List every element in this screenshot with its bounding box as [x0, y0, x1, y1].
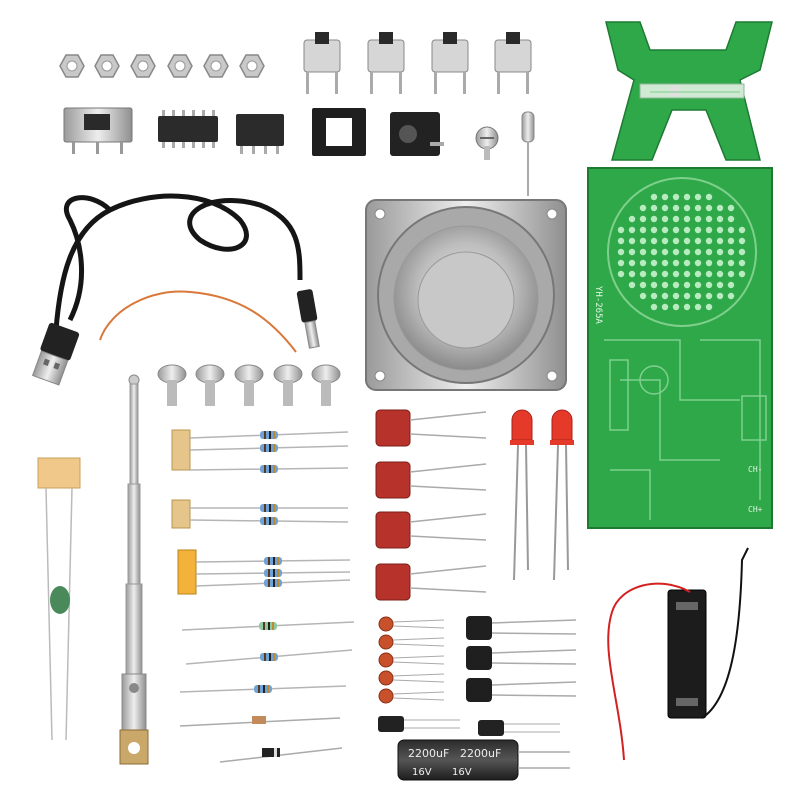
usb-cable	[31, 193, 320, 386]
resistors	[171, 429, 355, 693]
slide-switch	[63, 107, 133, 154]
cap-voltage-label-2: 16V	[452, 767, 472, 778]
main-pcb: YH-265A CH- CH+	[587, 167, 773, 529]
ceramic-capacitor	[378, 634, 394, 650]
screws	[157, 364, 341, 406]
dc-power-jack	[390, 112, 444, 156]
pcb-speaker-grille	[607, 177, 757, 327]
film-capacitor	[375, 409, 411, 447]
cap-value-label: 2200uF	[408, 747, 449, 760]
ic-socket	[312, 108, 366, 156]
electrolytic-capacitor: 2200uF 2200uF 16V 16V	[397, 739, 570, 781]
crystal-oscillator	[521, 111, 535, 196]
radial-inductor	[466, 616, 492, 640]
radial-inductor	[466, 678, 492, 702]
film-capacitor	[375, 563, 411, 601]
copper-wire	[99, 290, 297, 353]
battery-holder	[607, 547, 749, 761]
pcb-jack-label-plus: CH+	[748, 505, 763, 514]
small-electrolytic-capacitors	[378, 716, 560, 736]
hex-nuts	[59, 54, 265, 78]
speaker	[365, 199, 567, 391]
pcb-model-label: YH-265A	[593, 286, 603, 325]
ic-chip-dip	[236, 114, 284, 154]
pcb-jack-label-minus: CH-	[748, 465, 762, 474]
radial-inductor	[466, 646, 492, 670]
ceramic-capacitor	[378, 688, 394, 704]
film-capacitors	[375, 409, 487, 601]
cap-voltage-label: 16V	[412, 767, 432, 778]
telescopic-antenna	[119, 374, 149, 765]
tactile-buttons	[303, 32, 532, 94]
screw-small	[475, 126, 499, 160]
film-capacitor	[375, 461, 411, 499]
film-capacitor	[375, 511, 411, 549]
ceramic-capacitor	[378, 670, 394, 686]
ceramic-capacitor	[378, 652, 394, 668]
red-leds	[510, 409, 574, 581]
ceramic-capacitor	[378, 616, 394, 632]
diodes	[179, 716, 343, 763]
ceramic-capacitors	[378, 616, 445, 704]
radial-inductors	[466, 616, 577, 702]
cap-value-label-2: 2200uF	[460, 747, 501, 760]
ferrite-inductor	[37, 457, 81, 741]
ic-chip-soic	[158, 110, 218, 148]
pcb-bracket	[605, 21, 773, 161]
